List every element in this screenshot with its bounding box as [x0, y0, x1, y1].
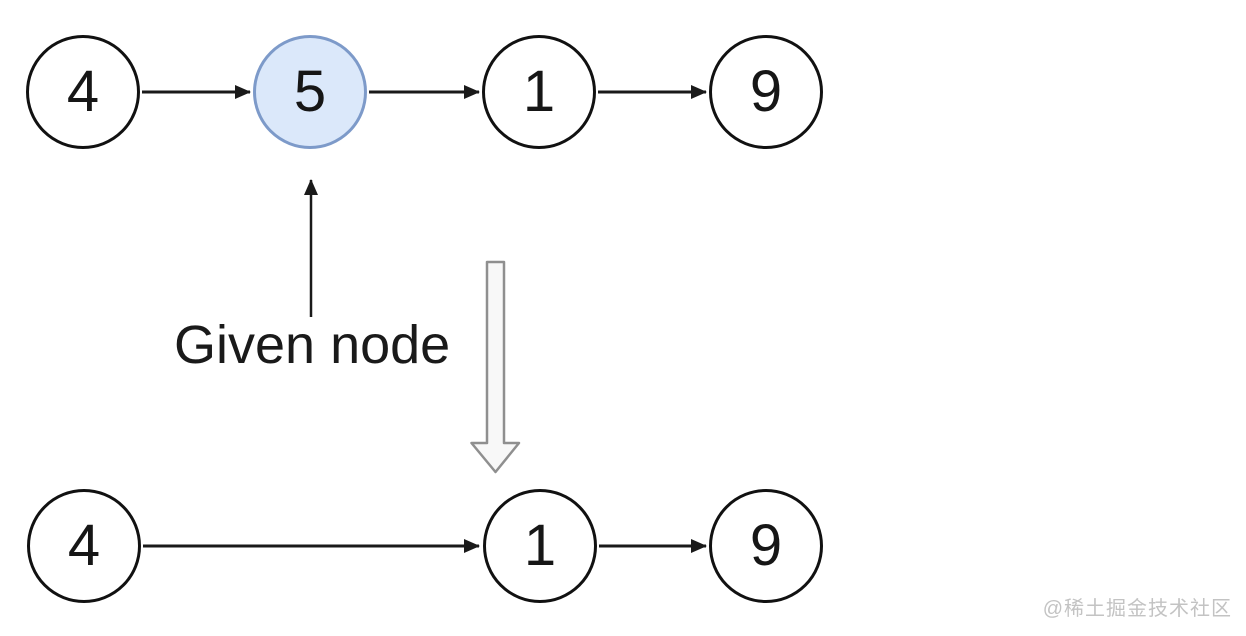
node-value: 5	[293, 59, 327, 124]
bottom-list-node-4: 4	[27, 489, 141, 603]
node-value: 4	[67, 513, 101, 578]
top-list-node-1: 1	[482, 35, 596, 149]
node-value: 1	[522, 59, 556, 124]
watermark: @稀土掘金技术社区	[1042, 598, 1232, 620]
top-list-node-9: 9	[709, 35, 823, 149]
node-value: 9	[749, 59, 783, 124]
node-value: 1	[523, 513, 557, 578]
node-value: 9	[749, 513, 783, 578]
bottom-list-node-1: 1	[483, 489, 597, 603]
top-list-node-5-given: 5	[253, 35, 367, 149]
node-value: 4	[66, 59, 100, 124]
bottom-list-node-9: 9	[709, 489, 823, 603]
big-down-arrow-icon	[470, 260, 521, 474]
given-node-label: Given node	[174, 315, 451, 375]
top-list-node-4: 4	[26, 35, 140, 149]
